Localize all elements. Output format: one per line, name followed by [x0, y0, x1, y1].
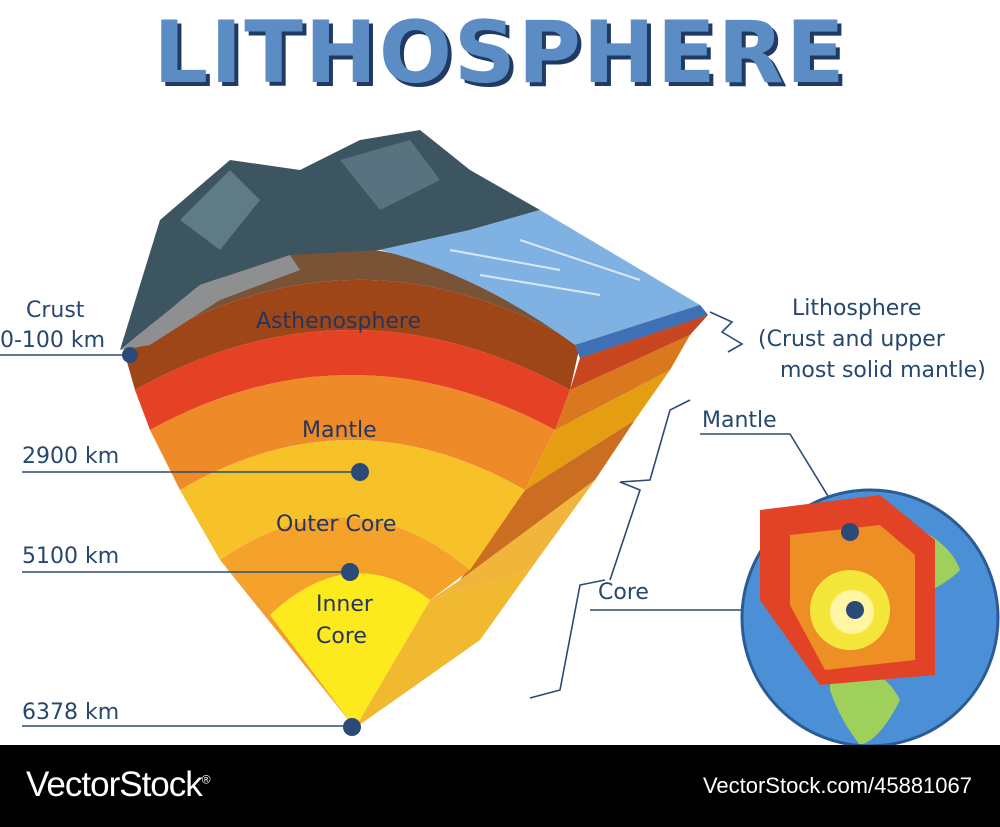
label-2900: 2900 km [22, 444, 120, 469]
label-globe-mantle: Mantle [702, 408, 777, 433]
label-mantle: Mantle [302, 418, 377, 443]
marker-globe-mantle [841, 523, 859, 541]
label-outer-core: Outer Core [276, 512, 397, 537]
marker-globe-core [846, 601, 864, 619]
marker-crust [122, 347, 138, 363]
title-shadow: LITHOSPHERE [157, 7, 850, 100]
label-crust: Crust [26, 298, 85, 323]
wedge-side-face [355, 305, 708, 728]
label-6378: 6378 km [22, 700, 120, 725]
label-globe-core: Core [598, 580, 649, 605]
image-id: VectorStock.com/45881067 [702, 773, 972, 798]
title-text: LITHOSPHERE [153, 3, 846, 100]
marker-2900 [351, 463, 369, 481]
label-asthenosphere: Asthenosphere [256, 309, 422, 334]
marker-6378 [343, 718, 361, 736]
crust-and-mountains [120, 130, 708, 358]
earth-structure-diagram: Asthenosphere Mantle Outer Core Inner Co… [0, 100, 1000, 748]
label-crust-depth: 0-100 km [0, 328, 106, 353]
brand-logo: VectorStock® [26, 765, 211, 804]
title: LITHOSPHERE LITHOSPHERE [153, 3, 850, 100]
brackets [529, 311, 744, 699]
label-inner-core-2: Core [316, 624, 367, 649]
label-inner-core-1: Inner [316, 592, 373, 617]
label-lithosphere: Lithosphere [792, 296, 922, 321]
marker-5100 [341, 563, 359, 581]
markers [122, 347, 864, 736]
diagram-graphic [0, 130, 1000, 748]
wedge-front-face [125, 279, 580, 728]
label-5100: 5100 km [22, 544, 120, 569]
globe-cutaway [740, 488, 1000, 748]
label-lithosphere-desc-1: (Crust and upper [758, 327, 945, 352]
label-lithosphere-desc-2: most solid mantle) [780, 358, 986, 383]
footer-bar: VectorStock® VectorStock.com/45881067 [0, 745, 1000, 827]
